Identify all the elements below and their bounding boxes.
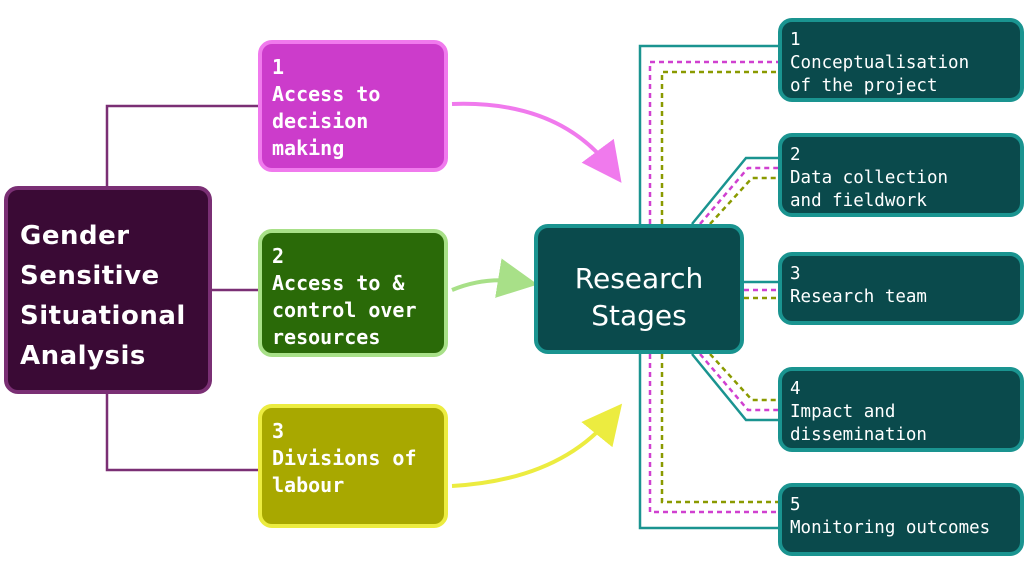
- research-stages-box: Research Stages: [534, 224, 744, 354]
- stage-label-line: Data collection: [790, 168, 949, 188]
- factor-label-line: control over: [272, 298, 417, 322]
- center-line-2: Stages: [591, 299, 687, 332]
- stage-label-line: Impact and: [790, 402, 896, 422]
- factor-label-line: Access to &: [272, 271, 405, 295]
- factor-label-line: Access to: [272, 82, 381, 106]
- factor-box-access-to-decision-making: 1 Access to decision making: [258, 40, 448, 172]
- factor-label-line: labour: [272, 473, 345, 497]
- stage-label-line: Research team: [790, 287, 927, 307]
- stage-box-conceptualisation: 1 Conceptualisation of the project: [778, 18, 1024, 102]
- stage-number: 5: [790, 495, 801, 515]
- arrow-factor-1: [451, 101, 622, 183]
- stage-box-monitoring-outcomes: 5 Monitoring outcomes: [778, 483, 1024, 556]
- factor-label-line: Divisions of: [272, 446, 417, 470]
- factor-box-access-to-resources: 2 Access to & control over resources: [258, 229, 448, 357]
- root-line-3: Situational: [20, 301, 186, 331]
- factor-label-line: decision: [272, 109, 369, 133]
- stage-box-research-team: 3 Research team: [778, 252, 1024, 325]
- stage-connectors-pink: [648, 60, 778, 514]
- stage-label-line: dissemination: [790, 425, 927, 445]
- root-label: Gender Sensitive Situational Analysis: [20, 216, 186, 376]
- root-line-1: Gender: [20, 221, 130, 251]
- stage-connectors-teal: [638, 44, 778, 530]
- stage-number: 2: [790, 145, 801, 165]
- center-label: Research Stages: [538, 260, 740, 334]
- stage-label-line: of the project: [790, 76, 938, 96]
- root-line-2: Sensitive: [20, 261, 160, 291]
- stage-number: 4: [790, 379, 801, 399]
- arrow-factor-3: [451, 403, 623, 488]
- root-line-4: Analysis: [20, 341, 146, 371]
- stage-number: 1: [790, 30, 801, 50]
- factor-number: 3: [272, 419, 285, 443]
- factor-number: 2: [272, 244, 285, 268]
- gender-sensitive-situational-analysis-box: Gender Sensitive Situational Analysis: [4, 186, 212, 394]
- stage-box-data-collection: 2 Data collection and fieldwork: [778, 133, 1024, 217]
- stage-box-impact-dissemination: 4 Impact and dissemination: [778, 367, 1024, 452]
- factor-label-line: making: [272, 136, 345, 160]
- factor-label-line: resources: [272, 325, 381, 349]
- stage-label-line: Monitoring outcomes: [790, 518, 991, 538]
- center-line-1: Research: [574, 262, 704, 295]
- stage-label-line: Conceptualisation: [790, 53, 970, 73]
- factor-box-divisions-of-labour: 3 Divisions of labour: [258, 404, 448, 528]
- root-connectors: [105, 104, 258, 472]
- arrow-factor-2: [451, 258, 538, 298]
- stage-connectors-olive: [660, 70, 778, 504]
- factor-number: 1: [272, 55, 285, 79]
- stage-label-line: and fieldwork: [790, 191, 927, 211]
- stage-number: 3: [790, 264, 801, 284]
